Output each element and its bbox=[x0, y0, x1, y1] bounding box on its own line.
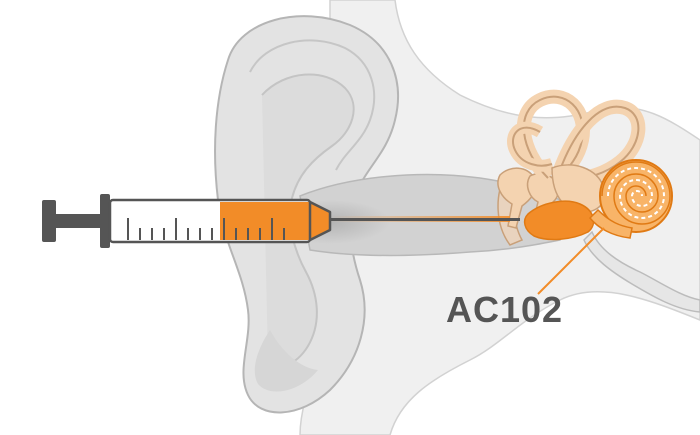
concha-fold bbox=[261, 73, 355, 368]
drug-name-label: AC102 bbox=[446, 289, 564, 330]
semicircular-canals bbox=[507, 89, 646, 187]
needle bbox=[330, 218, 520, 221]
plunger-thumb bbox=[42, 200, 56, 242]
cochlea bbox=[588, 159, 673, 239]
drug-pool bbox=[523, 200, 595, 241]
syringe bbox=[42, 194, 520, 248]
label-leader-line bbox=[537, 227, 605, 295]
barrel-flange bbox=[100, 194, 110, 248]
malleus bbox=[497, 167, 537, 229]
syringe-drug bbox=[220, 202, 310, 240]
plunger-rod bbox=[56, 214, 106, 228]
auditory-canal bbox=[583, 230, 700, 313]
barrel-graduations bbox=[127, 218, 285, 240]
helix-rim bbox=[249, 39, 376, 171]
syringe-tip bbox=[308, 200, 332, 242]
ear-lobe bbox=[254, 330, 318, 392]
